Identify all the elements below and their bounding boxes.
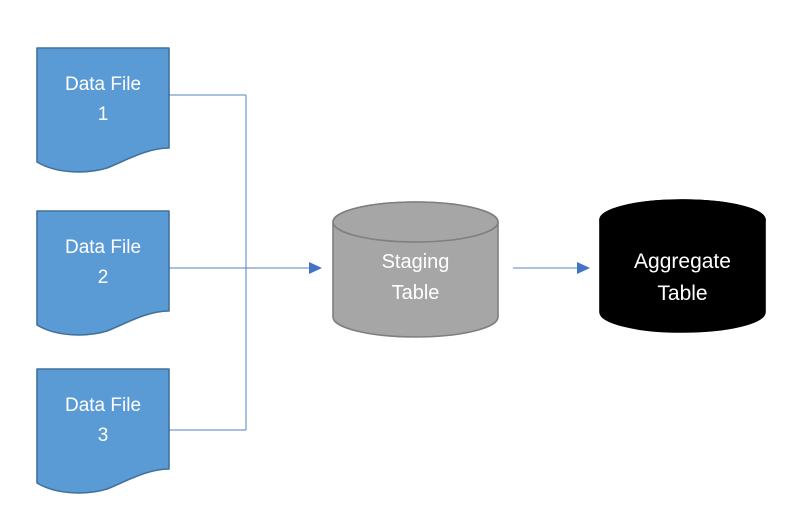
staging-table-shape bbox=[332, 201, 499, 338]
arrowheads bbox=[309, 262, 590, 274]
staging-table-top-rim bbox=[332, 201, 499, 243]
connector-lines bbox=[169, 94, 580, 431]
data-file-1-shape bbox=[36, 47, 170, 173]
arrowhead-to-aggregate-icon bbox=[577, 262, 590, 274]
aggregate-table-shape bbox=[599, 199, 766, 333]
arrowhead-to-staging-icon bbox=[309, 262, 322, 274]
data-file-2-shape bbox=[36, 210, 170, 336]
data-file-3-shape bbox=[36, 368, 170, 494]
aggregate-table-top-rim bbox=[599, 199, 766, 241]
